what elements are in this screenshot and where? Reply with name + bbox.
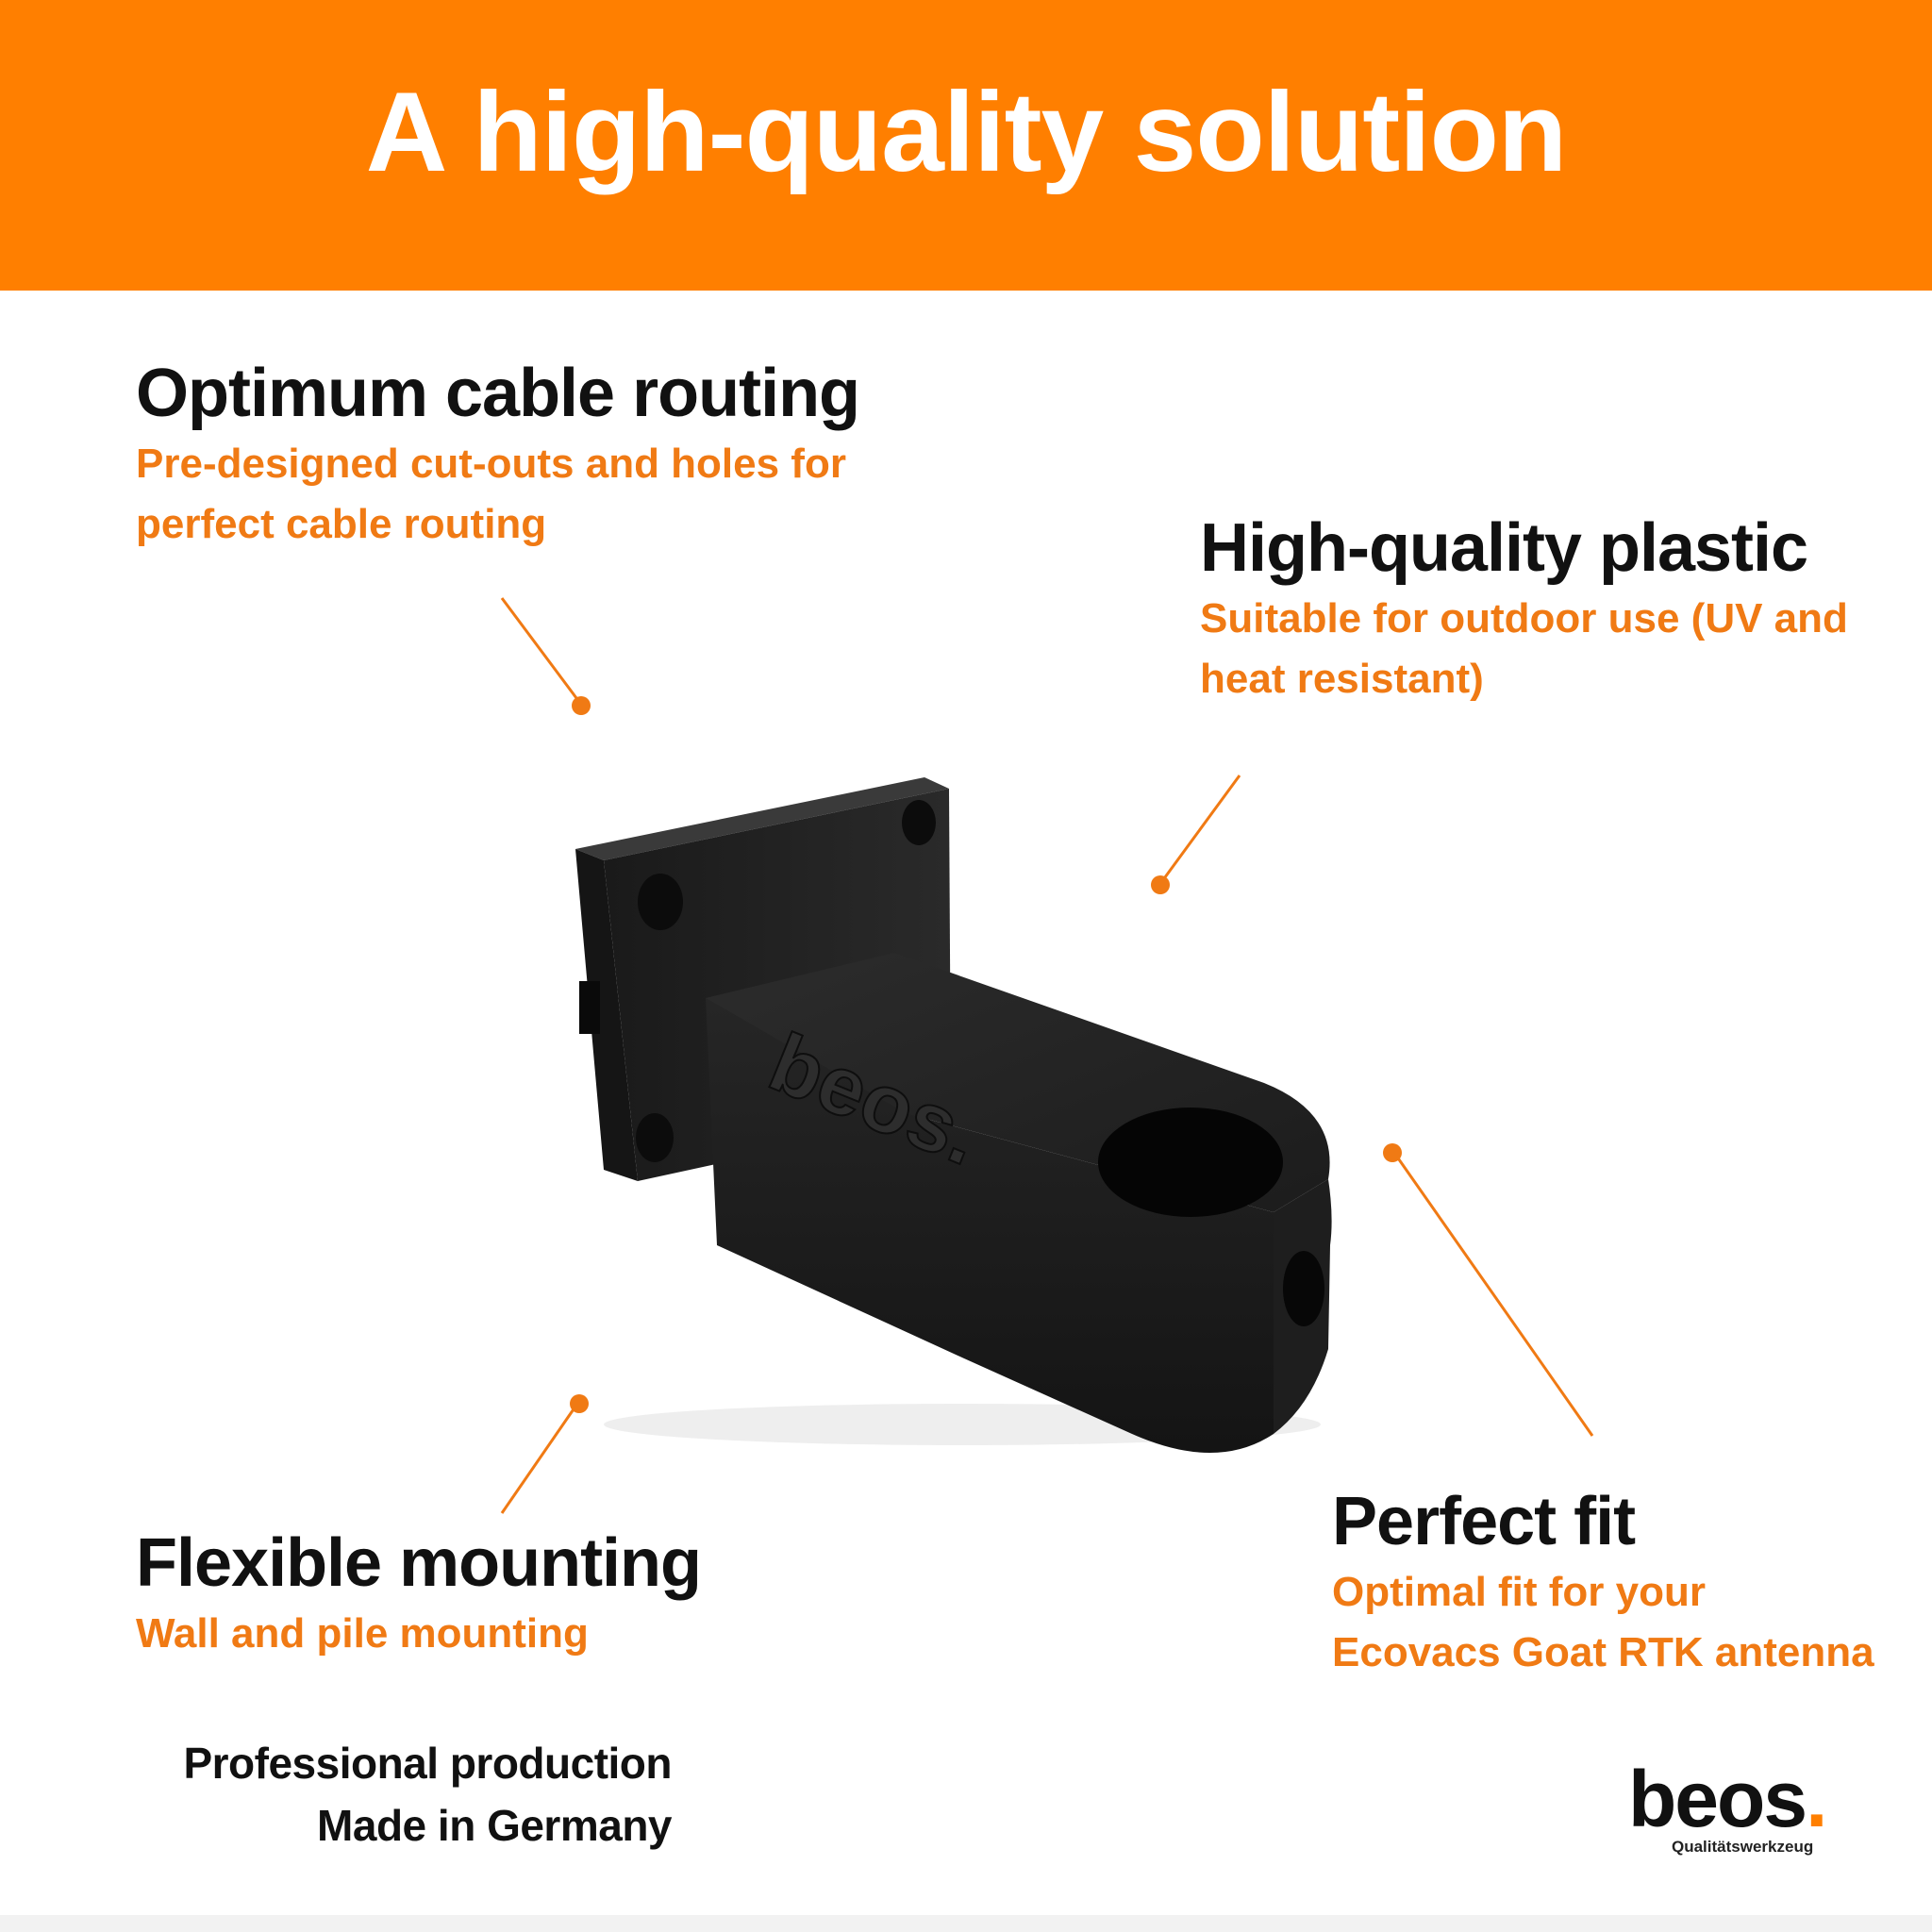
production-line: Professional production xyxy=(183,1739,672,1788)
arm-side xyxy=(706,998,1274,1453)
plate-cable-notch xyxy=(579,981,600,1034)
pointer-line-mount xyxy=(500,1403,579,1514)
feature-description-line: Pre-designed cut-outs and holes for xyxy=(136,441,846,487)
pointer-line-cable xyxy=(500,597,581,703)
feature-flexible-mounting: Flexible mounting Wall and pile mounting xyxy=(136,1523,796,1664)
feature-title: Optimum cable routing xyxy=(136,356,860,431)
plate-screw-hole xyxy=(902,800,936,845)
logo-wordmark: beos. xyxy=(1628,1755,1827,1843)
plate-screw-hole xyxy=(638,874,683,930)
pointer-line-plastic xyxy=(1160,774,1241,882)
bottom-strip xyxy=(0,1915,1932,1932)
pointer-dot-fit xyxy=(1383,1143,1402,1162)
plate-top xyxy=(575,777,949,860)
feature-cable-routing: Optimum cable routing Pre-designed cut-o… xyxy=(136,353,860,555)
feature-high-quality-plastic: High-quality plastic Suitable for outdoo… xyxy=(1200,508,1860,709)
brand-logo: beos. Qualitätswerkzeug xyxy=(1628,1757,1836,1860)
pointer-dot-plastic xyxy=(1151,875,1170,894)
pointer-dot-cable xyxy=(572,696,591,715)
feature-perfect-fit: Perfect fit Optimal fit for your Ecovacs… xyxy=(1332,1481,1898,1683)
logo-tagline: Qualitätswerkzeug xyxy=(1672,1838,1814,1856)
page-title: A high-quality solution xyxy=(365,69,1567,195)
feature-title: High-quality plastic xyxy=(1200,510,1808,586)
pointer-line-fit xyxy=(1392,1152,1594,1437)
feature-description-line: Wall and pile mounting xyxy=(136,1610,589,1657)
logo-dot: . xyxy=(1806,1755,1827,1843)
side-cable-hole xyxy=(1283,1251,1324,1326)
feature-description-line: Suitable for outdoor use (UV and xyxy=(1200,595,1848,641)
production-line: Made in Germany xyxy=(317,1801,672,1850)
antenna-hole xyxy=(1098,1108,1283,1217)
pointer-dot-mount xyxy=(570,1394,589,1413)
feature-title: Flexible mounting xyxy=(136,1525,702,1601)
feature-description-line: Ecovacs Goat RTK antenna xyxy=(1332,1629,1874,1675)
feature-description-line: perfect cable routing xyxy=(136,501,547,547)
plate-screw-hole xyxy=(636,1113,674,1162)
production-note: Professional production Made in Germany xyxy=(151,1732,672,1857)
header-banner: A high-quality solution xyxy=(0,0,1932,291)
feature-title: Perfect fit xyxy=(1332,1484,1636,1559)
feature-description-line: Optimal fit for your xyxy=(1332,1569,1706,1615)
feature-description-line: heat resistant) xyxy=(1200,656,1484,702)
logo-word: beos xyxy=(1628,1755,1807,1843)
plate-front xyxy=(575,849,638,1181)
